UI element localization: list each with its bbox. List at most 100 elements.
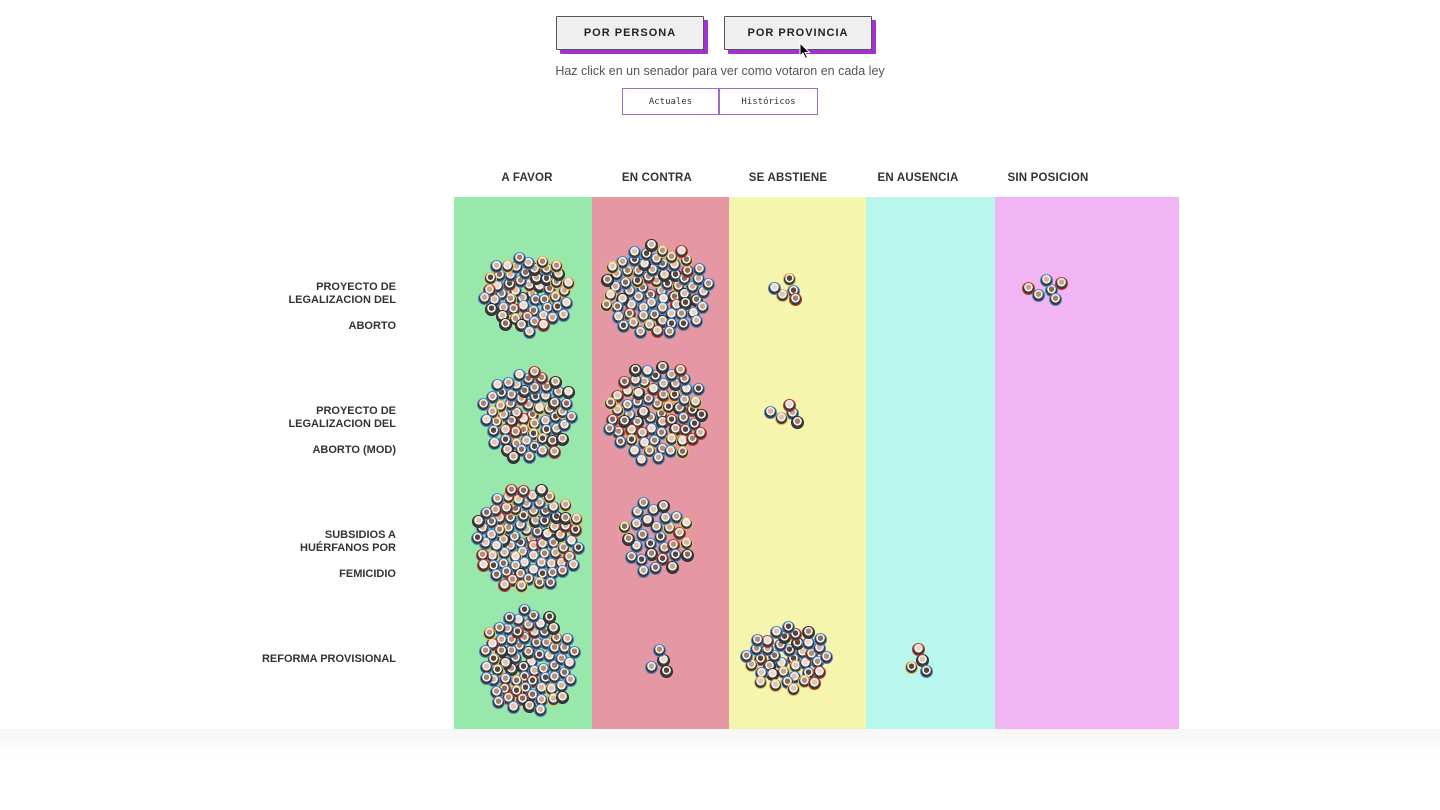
senator-avatar[interactable] [527,365,541,379]
senator-avatar[interactable] [605,260,619,274]
senator-avatar[interactable] [767,281,781,295]
senator-avatar[interactable] [645,238,659,252]
senator-avatar[interactable] [621,532,635,546]
senator-avatar[interactable] [571,541,585,555]
senator-avatar[interactable] [512,251,526,265]
senator-avatar[interactable] [555,691,569,705]
senator-avatar[interactable] [659,665,673,678]
senator-avatar[interactable] [691,382,705,396]
senator-avatar[interactable] [490,259,503,273]
toggle-historicos[interactable]: Históricos [719,88,818,115]
senator-avatar[interactable] [517,484,530,498]
senator-avatar[interactable] [502,611,516,625]
toggle-actuales[interactable]: Actuales [622,88,719,115]
senator-avatar[interactable] [624,551,638,565]
senator-cluster-aborto-mod-se-abstiene[interactable] [763,395,813,433]
senator-avatar[interactable] [507,451,521,465]
senator-avatar[interactable] [618,375,632,389]
senator-cluster-reforma-en-contra[interactable] [637,640,679,682]
senator-avatar[interactable] [617,521,631,535]
senator-avatar[interactable] [470,531,484,545]
senator-avatar[interactable] [676,445,690,459]
senator-avatar[interactable] [637,496,650,510]
senator-cluster-reforma-se-abstiene[interactable] [739,618,837,700]
senator-avatar[interactable] [600,299,614,313]
senator-avatar[interactable] [764,405,778,419]
senator-cluster-aborto-mod-en-contra[interactable] [599,357,713,471]
senator-avatar[interactable] [680,536,694,550]
senator-cluster-aborto-sin-posicion[interactable] [1019,269,1073,313]
senator-avatar[interactable] [633,325,647,339]
senator-cluster-reforma-en-ausencia[interactable] [897,640,939,682]
senator-avatar[interactable] [506,701,520,715]
senator-avatar[interactable] [559,397,573,411]
senator-avatar[interactable] [628,245,642,259]
senator-avatar[interactable] [515,580,529,594]
senator-avatar[interactable] [790,416,804,430]
senator-avatar[interactable] [655,244,669,258]
senator-avatar[interactable] [693,427,707,441]
senator-avatar[interactable] [656,360,670,374]
senator-cluster-aborto-se-abstiene[interactable] [767,269,809,311]
senator-avatar[interactable] [673,526,686,540]
senator-avatar[interactable] [662,326,676,340]
senator-avatar[interactable] [478,644,492,658]
senator-avatar[interactable] [694,409,708,423]
senator-avatar[interactable] [689,395,703,409]
senator-avatar[interactable] [485,303,499,317]
senator-avatar[interactable] [535,444,549,458]
senator-avatar[interactable] [650,324,664,338]
senator-avatar[interactable] [912,643,926,657]
senator-avatar[interactable] [636,564,650,578]
senator-avatar[interactable] [543,611,557,625]
senator-avatar[interactable] [471,514,485,528]
por-provincia-button[interactable]: POR PROVINCIA [724,16,872,50]
por-persona-button[interactable]: POR PERSONA [556,16,704,50]
senator-avatar[interactable] [782,399,796,413]
senator-avatar[interactable] [549,375,562,389]
senator-avatar[interactable] [556,308,570,322]
senator-avatar[interactable] [487,436,501,450]
senator-avatar[interactable] [561,386,575,400]
senator-cluster-aborto-mod-a-favor[interactable] [475,362,581,468]
senator-cluster-aborto-en-contra[interactable] [595,238,717,344]
senator-avatar[interactable] [536,256,549,270]
senator-avatar[interactable] [775,412,789,426]
senator-avatar[interactable] [535,483,549,497]
senator-avatar[interactable] [629,363,643,377]
senator-avatar[interactable] [1039,274,1053,288]
senator-avatar[interactable] [533,704,547,718]
senator-avatar[interactable] [679,517,693,531]
senator-avatar[interactable] [522,450,536,464]
senator-avatar[interactable] [651,451,665,465]
senator-avatar[interactable] [635,453,649,467]
senator-avatar[interactable] [567,559,581,573]
senator-avatar[interactable] [547,445,561,459]
senator-avatar[interactable] [649,561,663,575]
senator-avatar[interactable] [570,513,584,527]
senator-avatar[interactable] [768,678,782,692]
senator-avatar[interactable] [702,277,716,291]
senator-avatar[interactable] [617,319,631,333]
senator-avatar[interactable] [669,510,683,524]
senator-avatar[interactable] [476,397,490,411]
senator-avatar[interactable] [904,660,918,674]
senator-avatar[interactable] [680,549,694,563]
senator-avatar[interactable] [666,560,680,574]
senator-avatar[interactable] [563,674,577,688]
senator-avatar[interactable] [604,397,618,411]
senator-avatar[interactable] [492,696,506,710]
senator-avatar[interactable] [653,643,666,657]
senator-avatar[interactable] [636,528,650,542]
senator-cluster-subsidios-en-contra[interactable] [613,493,699,583]
senator-avatar[interactable] [695,301,709,315]
senator-avatar[interactable] [692,262,706,276]
senator-avatar[interactable] [782,273,796,287]
senator-avatar[interactable] [555,432,569,446]
senator-avatar[interactable] [674,245,688,259]
senator-avatar[interactable] [751,634,765,648]
senator-avatar[interactable] [491,378,505,392]
senator-avatar[interactable] [563,657,577,671]
senator-avatar[interactable] [1055,276,1069,290]
senator-avatar[interactable] [770,625,783,639]
